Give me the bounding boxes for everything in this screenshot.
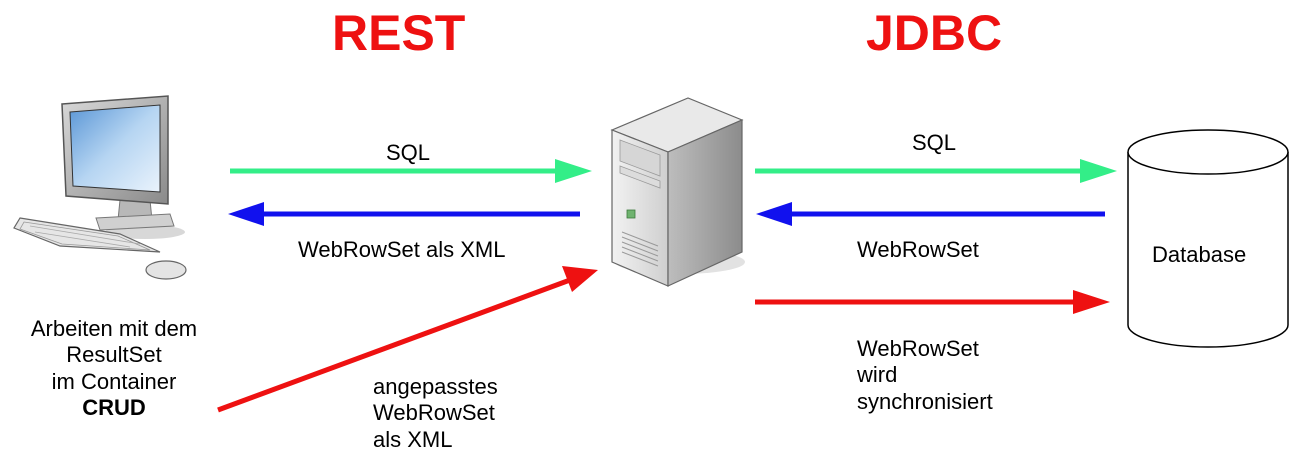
sql-request-arrow-right: [755, 159, 1117, 183]
client-caption: Arbeiten mit dem ResultSet im Container …: [8, 316, 220, 422]
modified-rowset-arrow: [217, 266, 598, 413]
rest-heading: REST: [332, 5, 466, 61]
sync-label-line: synchronisiert: [857, 388, 993, 414]
sync-arrow-right: [755, 290, 1110, 314]
rowset-label-right: WebRowSet: [857, 237, 979, 262]
client-caption-line: ResultSet: [66, 342, 162, 368]
rowset-response-arrow-right: [756, 202, 1105, 226]
database-label: Database: [1152, 242, 1247, 267]
client-caption-line: Arbeiten mit dem: [30, 316, 198, 341]
sync-label-line: WebRowSet: [857, 336, 979, 361]
modified-rowset-label-line: als XML: [373, 426, 453, 452]
modified-rowset-label: angepasstes WebRowSet als XML: [373, 374, 498, 453]
sql-request-arrow-left: [230, 159, 592, 183]
rowset-response-arrow-left: [228, 202, 580, 226]
database-cylinder-icon: [1127, 129, 1289, 348]
modified-rowset-label-line: angepasstes: [373, 374, 498, 399]
desktop-computer-icon: [13, 95, 187, 280]
sync-label-line: wird: [857, 362, 898, 388]
client-caption-line: im Container: [51, 368, 177, 394]
sql-label-left: SQL: [386, 140, 431, 165]
sync-label: WebRowSet wird synchronisiert: [857, 336, 993, 415]
modified-rowset-label-line: WebRowSet: [373, 400, 495, 426]
jdbc-heading: JDBC: [866, 5, 1003, 61]
rowset-xml-label: WebRowSet als XML: [298, 237, 506, 262]
client-caption-crud: CRUD: [82, 395, 146, 421]
tower-server-icon: [610, 97, 745, 287]
sql-label-right: SQL: [912, 130, 957, 155]
